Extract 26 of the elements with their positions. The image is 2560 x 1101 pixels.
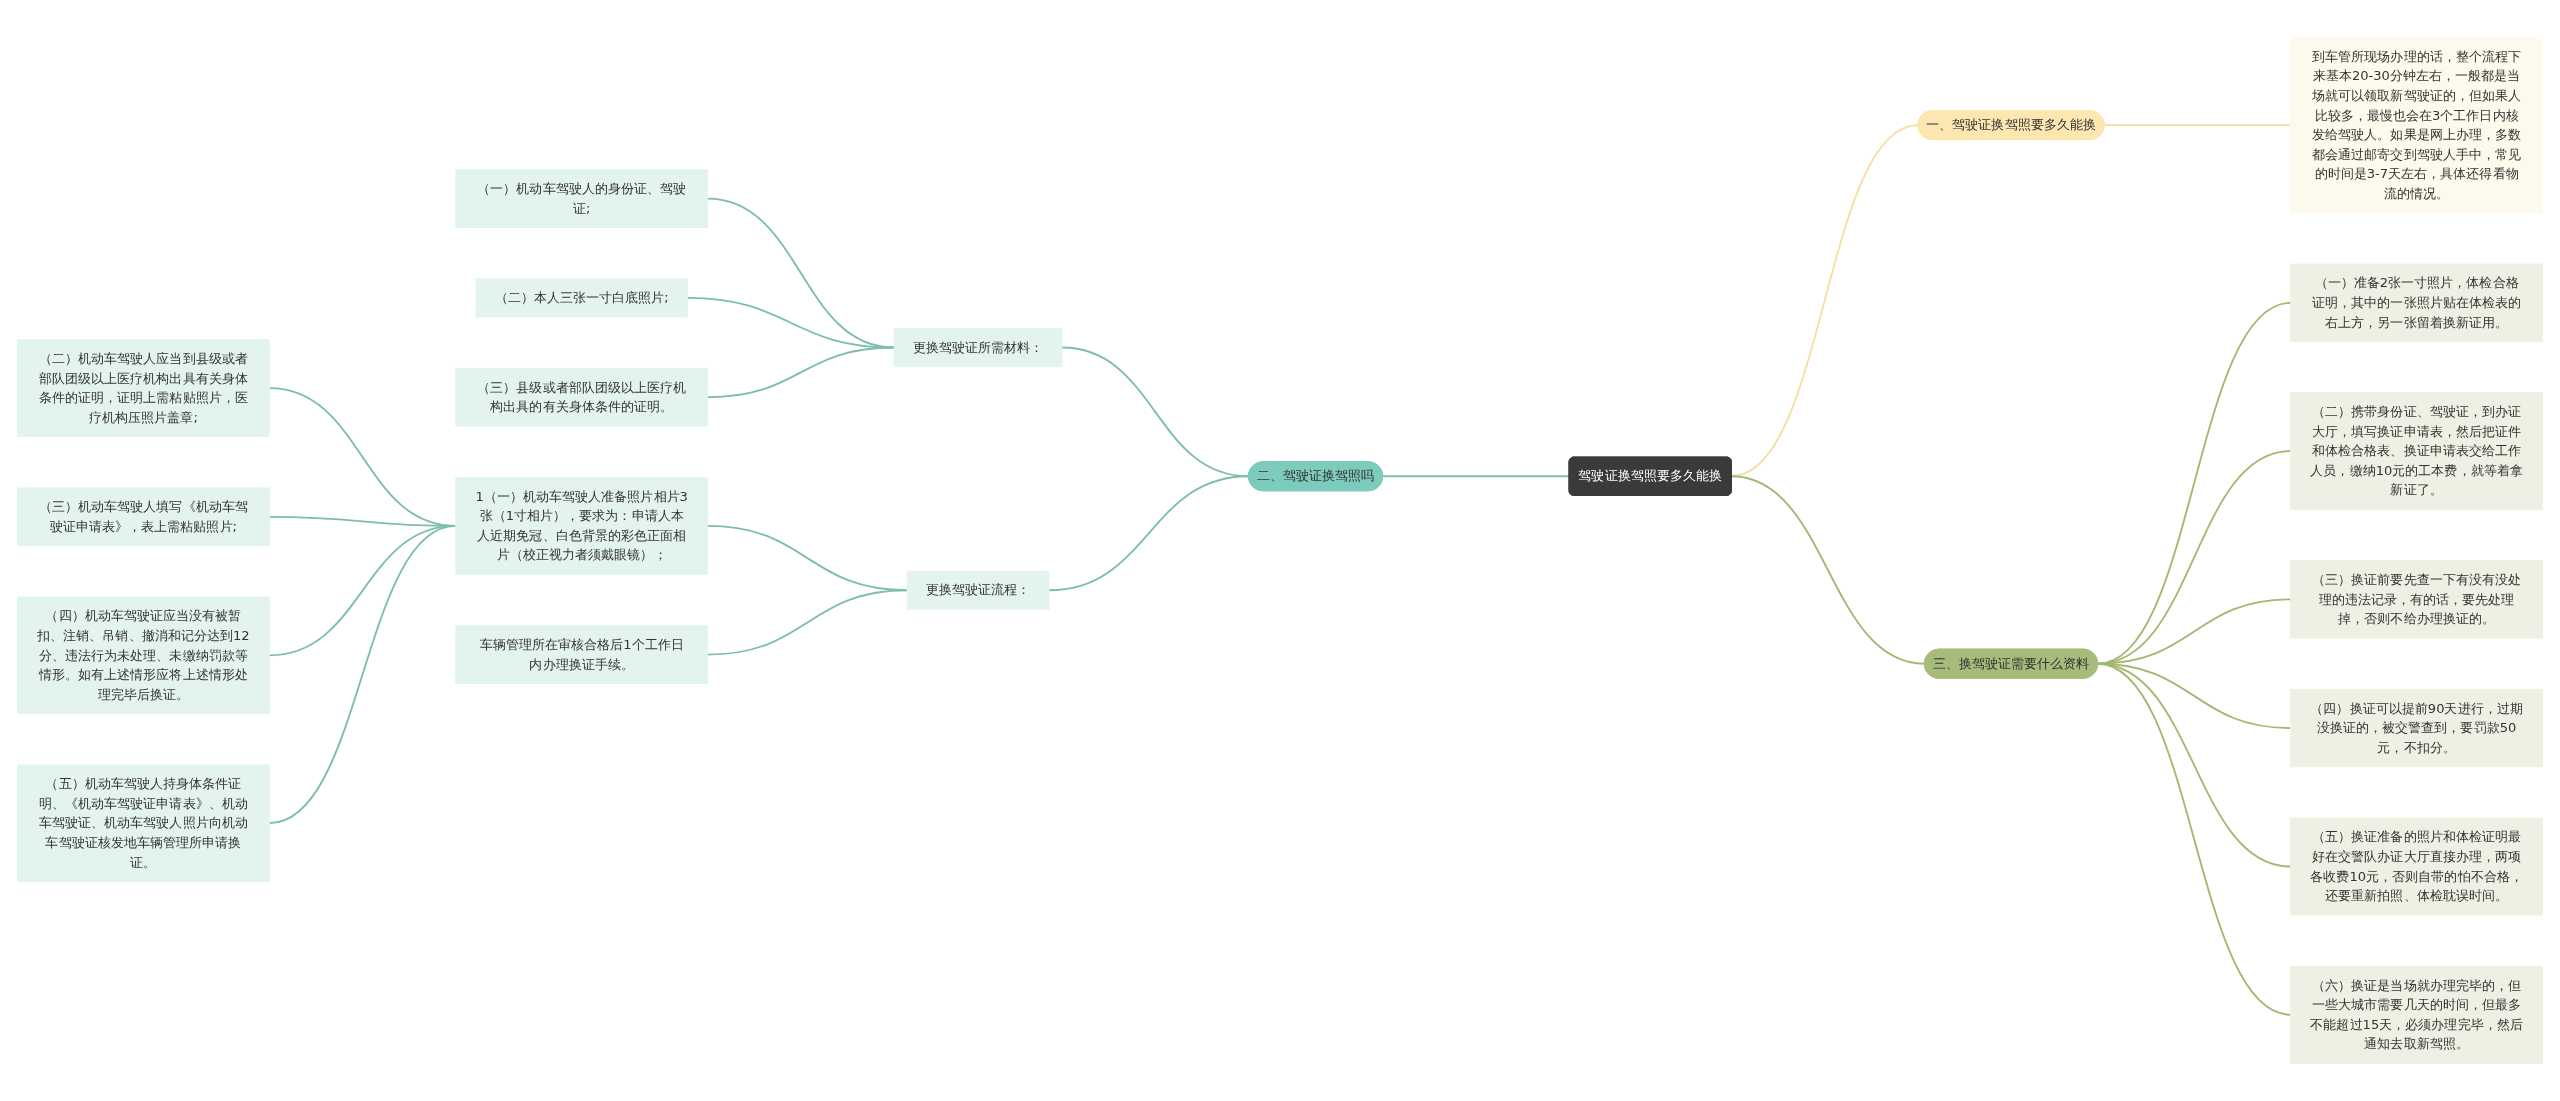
node-box: （五）换证准备的照片和体检证明最好在交警队办证大厅直接办理，两项各收费10元，否则自带的怕不合格，还要重新拍照、体检耽误时间。 — [2290, 817, 2543, 916]
node-box: 到车管所现场办理的话，整个流程下来基本20-30分钟左右，一般都是当场就可以领取新驾驶证的，但如果人比较多，最慢也会在3个工作日内核发给驾驶人。如果是网上办理，多数都会通过邮寄交到驾驶人手中，常见的时间是3-7天左右，具体还得看物流的情况。 — [2290, 37, 2543, 214]
connector — [706, 346, 896, 399]
node-box: （二）本人三张一寸白底照片; — [475, 278, 688, 318]
node-box: （五）机动车驾驶人持身体条件证明、《机动车驾驶证申请表》、机动车驾驶证、机动车驾驶人照片向机动车驾驶证核发地车辆管理所申请换证。 — [17, 764, 270, 883]
node-box: （三）机动车驾驶人填写《机动车驾驶证申请表》，表上需粘贴照片; — [17, 487, 270, 547]
node-box: 1（一）机动车驾驶人准备照片相片3张（1寸相片），要求为：申请人本人近期免冠、白色背景的彩色正面相片（校正视力者须戴眼镜）； — [455, 477, 709, 575]
node-box: 更换驾驶证所需材料： — [893, 328, 1063, 368]
connector — [268, 525, 457, 825]
node-box: （六）换证是当场就办理完毕的，但一些大城市需要几天的时间，但最多不能超过15天，必须办理完毕，然后通知去取新驾照。 — [2290, 965, 2543, 1064]
connector — [1048, 475, 1250, 592]
node-box: （一）机动车驾驶人的身份证、驾驶证; — [455, 169, 709, 229]
node-box: （二）机动车驾驶人应当到县级或者部队团级以上医疗机构出具有关身体条件的证明，证明上需粘贴照片，医疗机构压照片盖章; — [17, 339, 270, 438]
node-box: （一）准备2张一寸照片，体检合格证明，其中的一张照片贴在体检表的右上方，另一张留着换新证用。 — [2290, 263, 2543, 343]
node-box: （三）县级或者部队团级以上医疗机构出具的有关身体条件的证明。 — [455, 367, 709, 427]
node-box: （二）携带身份证、驾驶证，到办证大厅，填写换证申请表，然后把证件和体检合格表、换证申请表交给工作人员，缴纳10元的工本费，就等着拿新证了。 — [2290, 392, 2543, 510]
connector — [2096, 662, 2292, 1016]
node-box: （三）换证前要先查一下有没有没处理的违法记录，有的话，要先处理掉，否则不给办理换证的。 — [2290, 560, 2543, 639]
connector — [2103, 124, 2292, 127]
node-box: （四）机动车驾驶证应当没有被暂扣、注销、吊销、撤消和记分达到12分、违法行为未处理、未缴纳罚款等情形。如有上述情形应将上述情形处理完毕后换证。 — [17, 596, 270, 715]
node-box: 车辆管理所在审核合格后1个工作日内办理换证手续。 — [455, 625, 709, 685]
node-box: （四）换证可以提前90天进行，过期没换证的，被交警查到，要罚款50元，不扣分。 — [2290, 689, 2543, 768]
connector — [1381, 475, 1571, 478]
connector — [706, 589, 909, 656]
node-box: 更换驾驶证流程： — [906, 570, 1050, 610]
connector — [1730, 475, 1926, 665]
